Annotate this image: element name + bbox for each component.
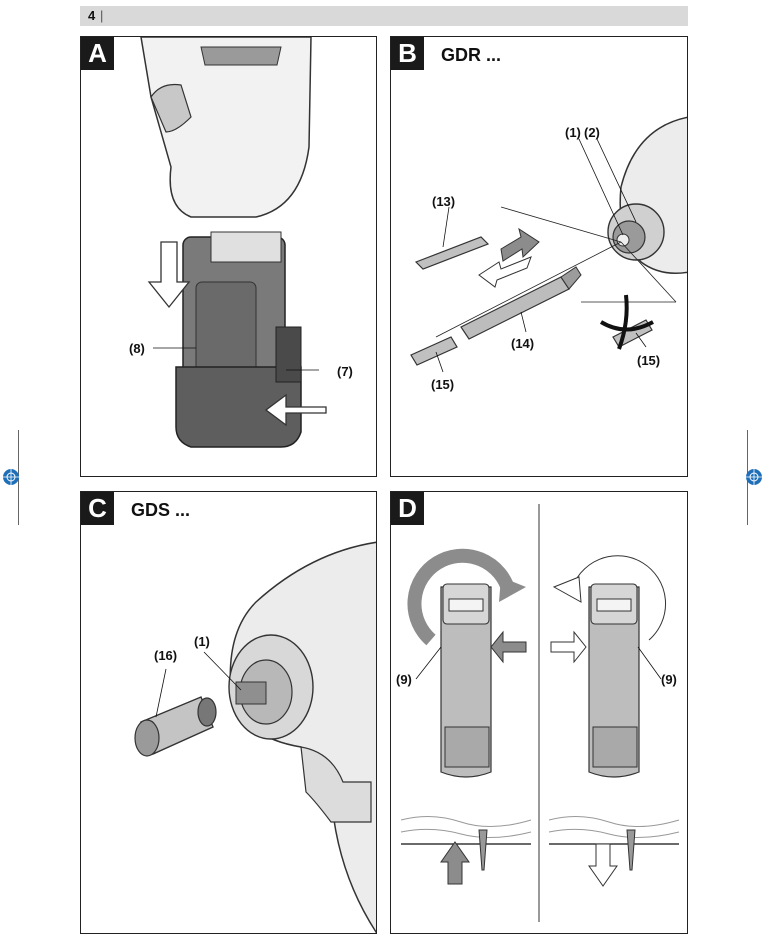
panel-b: B GDR ... (1) (2) (13) (14) (15) (15) <box>390 36 688 477</box>
callout-9-left: (9) <box>396 672 412 687</box>
arrow-right-icon <box>550 630 587 664</box>
callout-9-right: (9) <box>661 672 677 687</box>
page-number: 4 <box>88 8 96 23</box>
panel-c: C GDS ... (16) (1) <box>80 491 377 934</box>
callout-13: (13) <box>432 194 456 209</box>
bit-insertion-illustration <box>410 116 687 373</box>
panel-a: A (8) (7) <box>80 36 377 477</box>
callout-14: (14) <box>511 336 535 351</box>
panel-b-letter: B <box>391 37 424 70</box>
arrow-left-icon <box>264 393 327 427</box>
callout-16: (16) <box>154 648 178 663</box>
arrow-down-icon <box>147 241 191 309</box>
callout-8: (8) <box>129 341 145 356</box>
callout-15-right: (15) <box>637 353 661 368</box>
arrow-up-icon <box>440 841 470 885</box>
panel-b-title: GDR ... <box>441 45 502 65</box>
arrow-down-icon <box>588 843 618 887</box>
registration-mark-icon <box>745 468 763 486</box>
battery-insertion-illustration <box>140 37 327 448</box>
callout-1: (1) <box>565 125 581 140</box>
registration-mark-icon <box>2 468 20 486</box>
panel-d: D (9) (9) <box>390 491 688 934</box>
callout-7: (7) <box>337 364 353 379</box>
panel-c-title: GDS ... <box>131 500 191 520</box>
callout-1: (1) <box>194 634 210 649</box>
panel-c-letter: C <box>81 492 114 525</box>
callout-15-left: (15) <box>431 377 455 392</box>
socket-attachment-illustration <box>134 541 376 933</box>
callout-2: (2) <box>584 125 600 140</box>
panel-a-letter: A <box>81 37 114 70</box>
arrow-left-icon <box>490 630 527 664</box>
rotation-direction-illustration <box>400 504 680 922</box>
rotation-arrow-icon <box>407 548 516 646</box>
page-header: 4 | <box>80 6 688 26</box>
panel-d-letter: D <box>391 492 424 525</box>
page-separator: | <box>100 8 104 23</box>
